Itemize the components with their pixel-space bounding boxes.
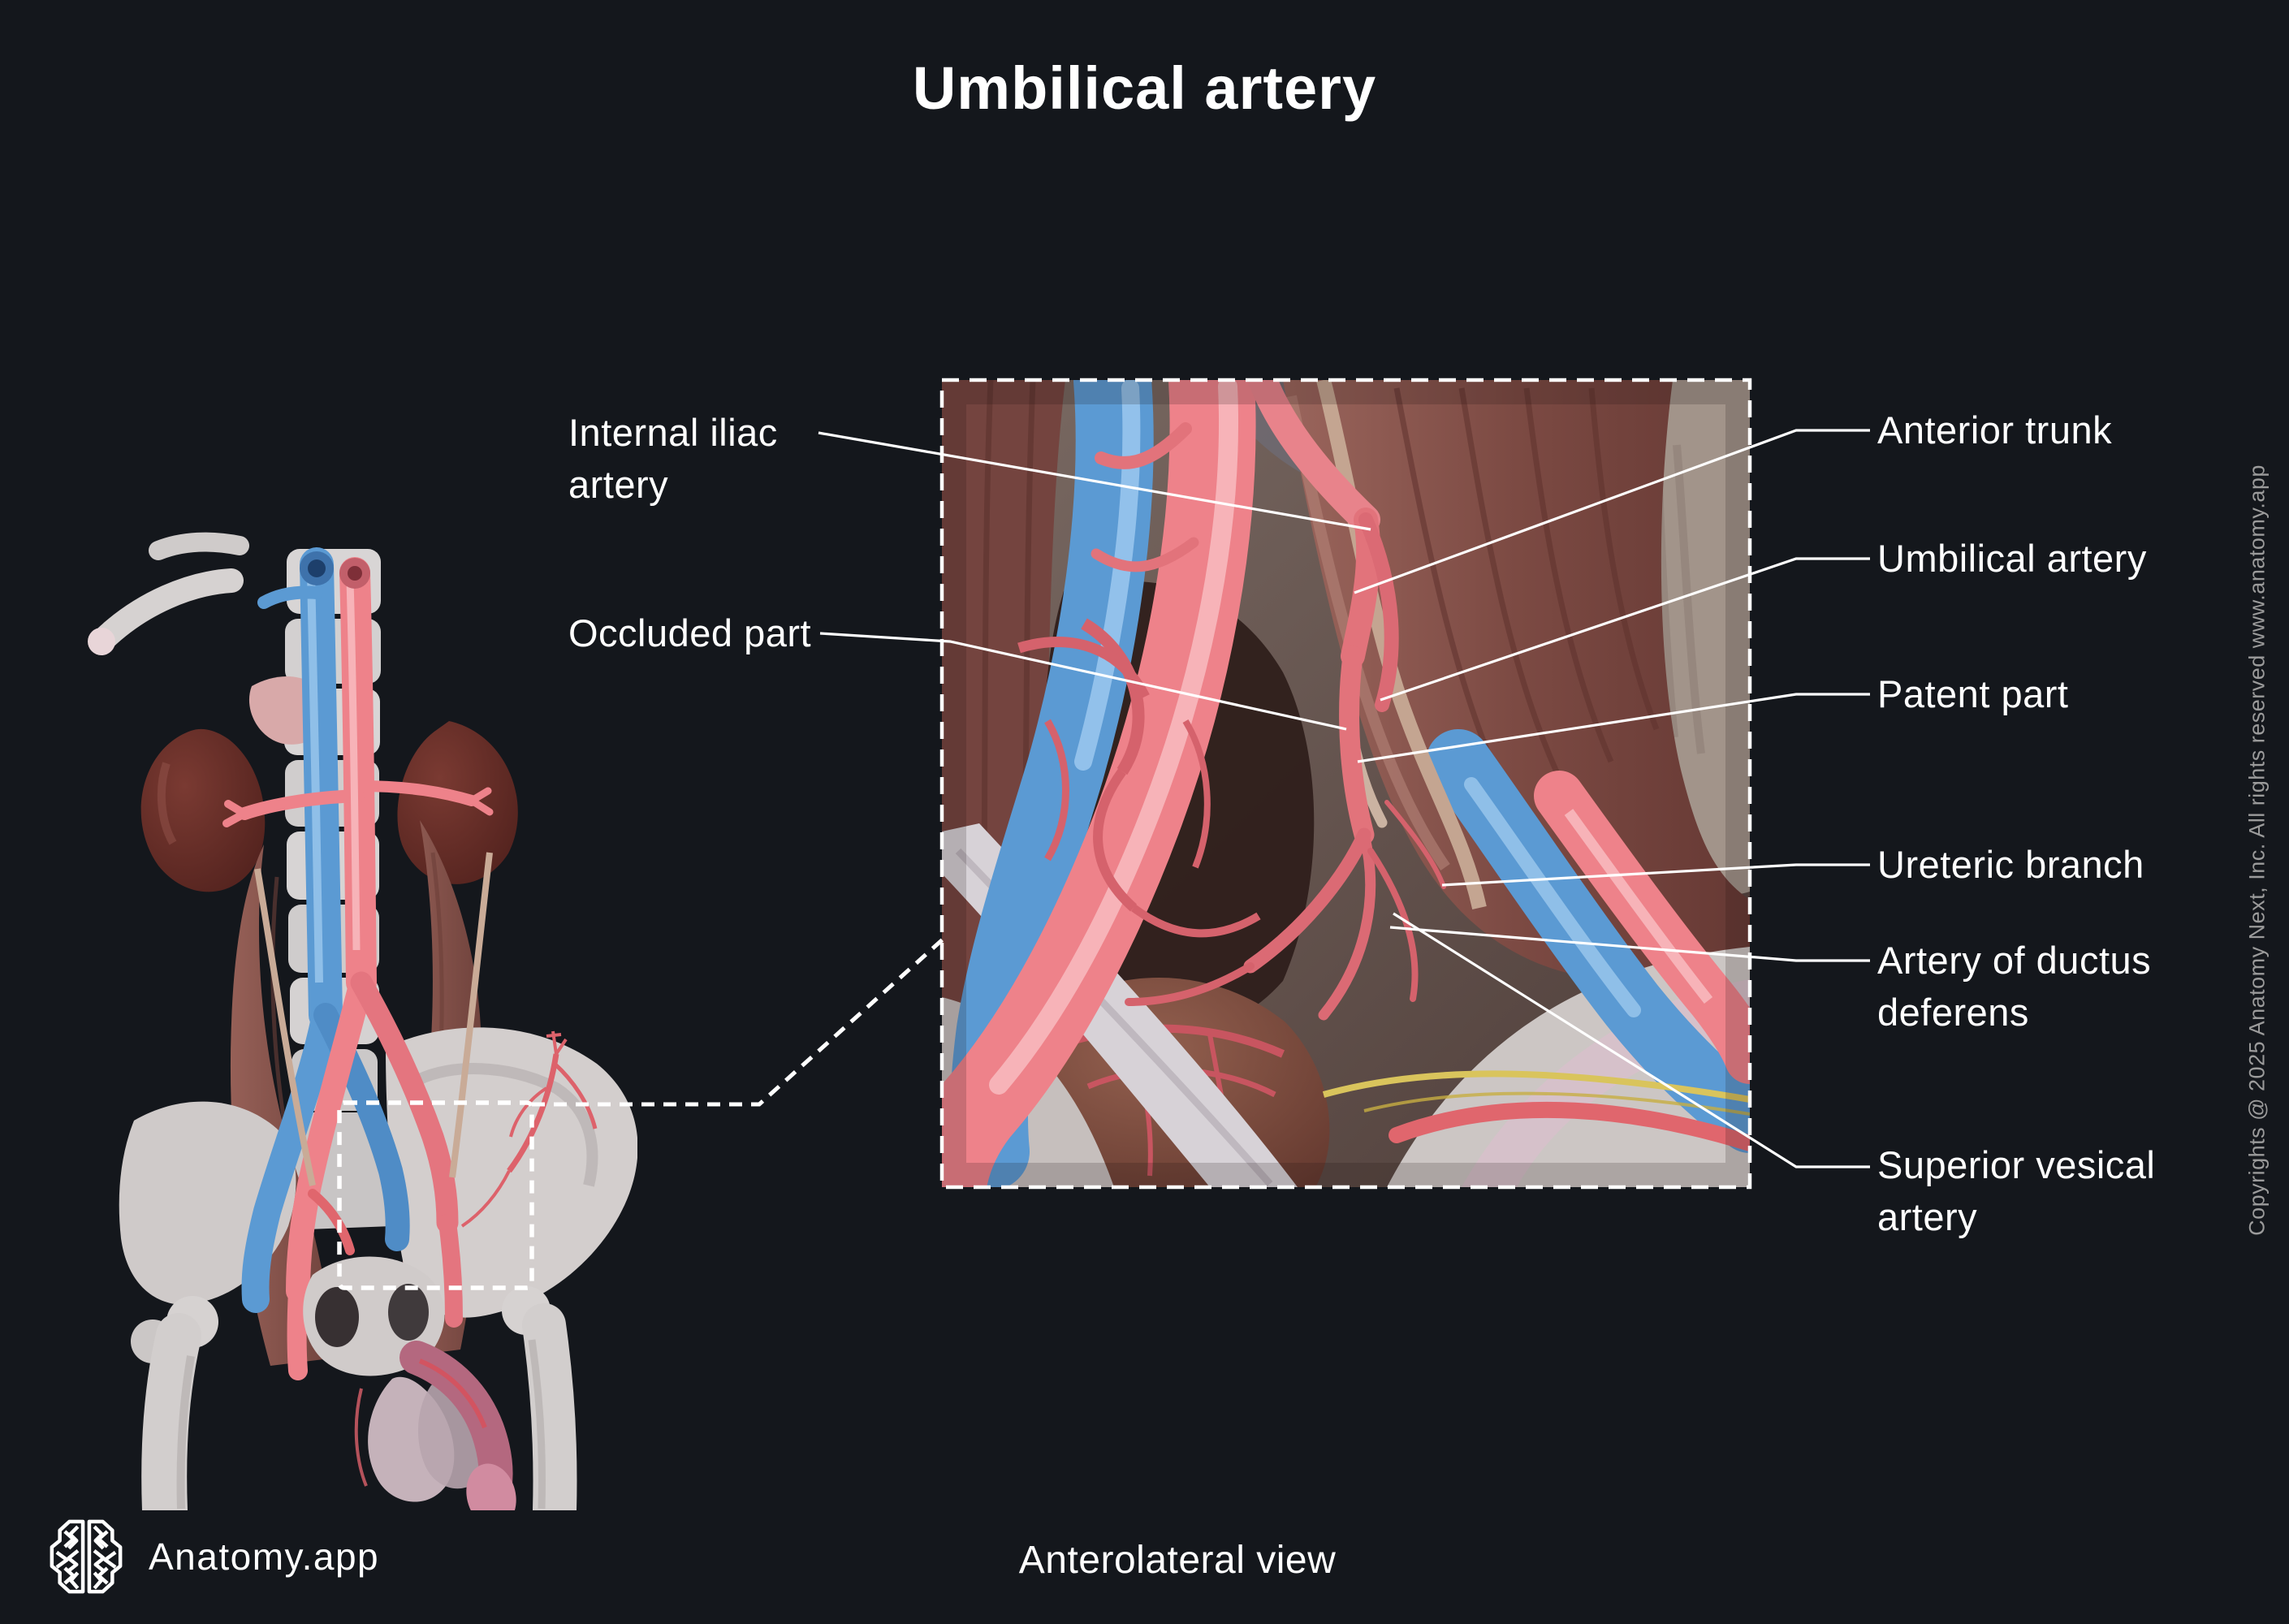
brand-lockup: Anatomy.app [46, 1517, 379, 1596]
male-genitals [354, 1341, 516, 1510]
internal-iliac-tree [1125, 380, 1446, 1021]
iliac-crest-shade [415, 1063, 598, 1187]
psoas-muscle-mass [1283, 380, 1750, 980]
obturator-nerve [1322, 1070, 1750, 1103]
leader-internal-iliac-artery [818, 431, 1371, 531]
vein-highlight [1464, 777, 1641, 1017]
leader-umbilical-artery [1380, 557, 1870, 702]
label-artery-of-ductus-deferens: Artery of ductus deferens [1877, 939, 2152, 1034]
iliac-vessel-network [460, 1030, 598, 1228]
left-ureter [254, 868, 316, 1186]
artery-crossing-branch [1389, 1101, 1750, 1151]
right-femur [502, 1286, 577, 1510]
ureter-cord [1316, 380, 1487, 909]
label-umbilical-artery: Umbilical artery [1877, 537, 2147, 580]
leader-anterior-trunk [1354, 429, 1870, 594]
label-superior-vesical-artery: Superior vesical artery [1877, 1143, 2156, 1238]
brand-name: Anatomy.app [149, 1535, 380, 1578]
small-branch [1095, 422, 1192, 469]
small-branch [1091, 537, 1199, 572]
overview-focus-box [337, 1100, 534, 1290]
muscle-striations [1393, 387, 1660, 836]
artery-highlight [1564, 809, 1713, 1004]
brain-logo-icon [50, 1519, 123, 1594]
right-ureter [449, 852, 493, 1178]
leader-occluded-part [819, 632, 1347, 731]
obturator-foramen [388, 1284, 429, 1341]
label-ureteric-branch: Ureteric branch [1877, 843, 2144, 886]
inset-illustration [942, 380, 1750, 1187]
inset-dashed-border [939, 378, 1752, 1190]
label-internal-iliac-artery: Internal iliac artery [568, 411, 778, 506]
label-occluded-part: Occluded part [568, 611, 812, 654]
inset-connector-line [532, 937, 945, 1107]
copyright-text: Copyrights @ 2025 Anatomy Next, Inc. All… [2244, 464, 2270, 1236]
obturator-foramen [315, 1287, 359, 1347]
leader-superior-vesical-artery [1393, 912, 1870, 1168]
left-kidney [140, 728, 266, 892]
rib-bone [149, 532, 249, 560]
leader-ureteric-branch [1441, 863, 1870, 887]
rib-bone [91, 568, 244, 652]
artery-highlight [989, 380, 1239, 1095]
vein-highlight [1074, 380, 1141, 771]
label-anterior-trunk: Anterior trunk [1877, 408, 2113, 451]
rib-end [88, 628, 115, 655]
leader-patent-part [1357, 693, 1870, 763]
page-title: Umbilical artery [912, 54, 1377, 122]
left-femur [131, 1296, 218, 1510]
overview-illustration [88, 532, 637, 1510]
label-patent-part: Patent part [1877, 672, 2069, 715]
kidney-sheen [157, 762, 177, 845]
view-caption: Anterolateral view [1018, 1539, 1337, 1582]
obturator-nerve-2 [1363, 1091, 1750, 1116]
vesical-arterial-loops [1017, 618, 1261, 938]
abdominal-aorta [222, 557, 494, 1380]
leader-artery-of-ductus-deferens [1389, 926, 1870, 962]
